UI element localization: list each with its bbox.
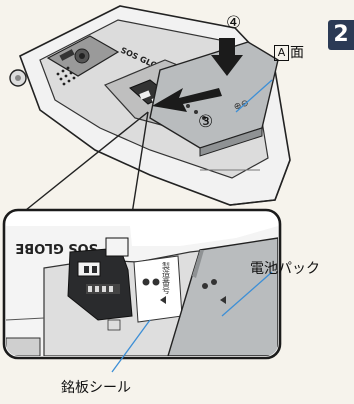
battery-connector bbox=[67, 237, 133, 321]
arrow-step-four bbox=[211, 38, 243, 76]
face-a-box: A bbox=[274, 45, 289, 61]
step-four-marker: ④ bbox=[226, 13, 242, 33]
battery-pack-label: 電池パック bbox=[250, 261, 320, 277]
nameplate-seal-label: 銘板シール bbox=[61, 380, 131, 396]
battery-pack-zoomed bbox=[167, 237, 278, 356]
zoom-detail-box: SOS GLOBE 製造番号 bbox=[2, 208, 282, 360]
svg-text:製造番号: 製造番号 bbox=[162, 261, 171, 295]
callout-line-nameplate-seal bbox=[111, 319, 151, 373]
callout-line-battery-pack bbox=[221, 271, 273, 317]
arrow-step-three bbox=[152, 88, 222, 112]
callout-line-face-a bbox=[235, 79, 273, 113]
nameplate-seal: 製造番号 bbox=[107, 255, 183, 331]
zoom-connector bbox=[15, 111, 149, 219]
step-number-badge: 2 bbox=[328, 20, 354, 50]
face-a-text: 面 bbox=[290, 45, 304, 61]
svg-text:⊕⊖: ⊕⊖ bbox=[233, 98, 251, 113]
step-three-marker: ③ bbox=[198, 112, 214, 132]
